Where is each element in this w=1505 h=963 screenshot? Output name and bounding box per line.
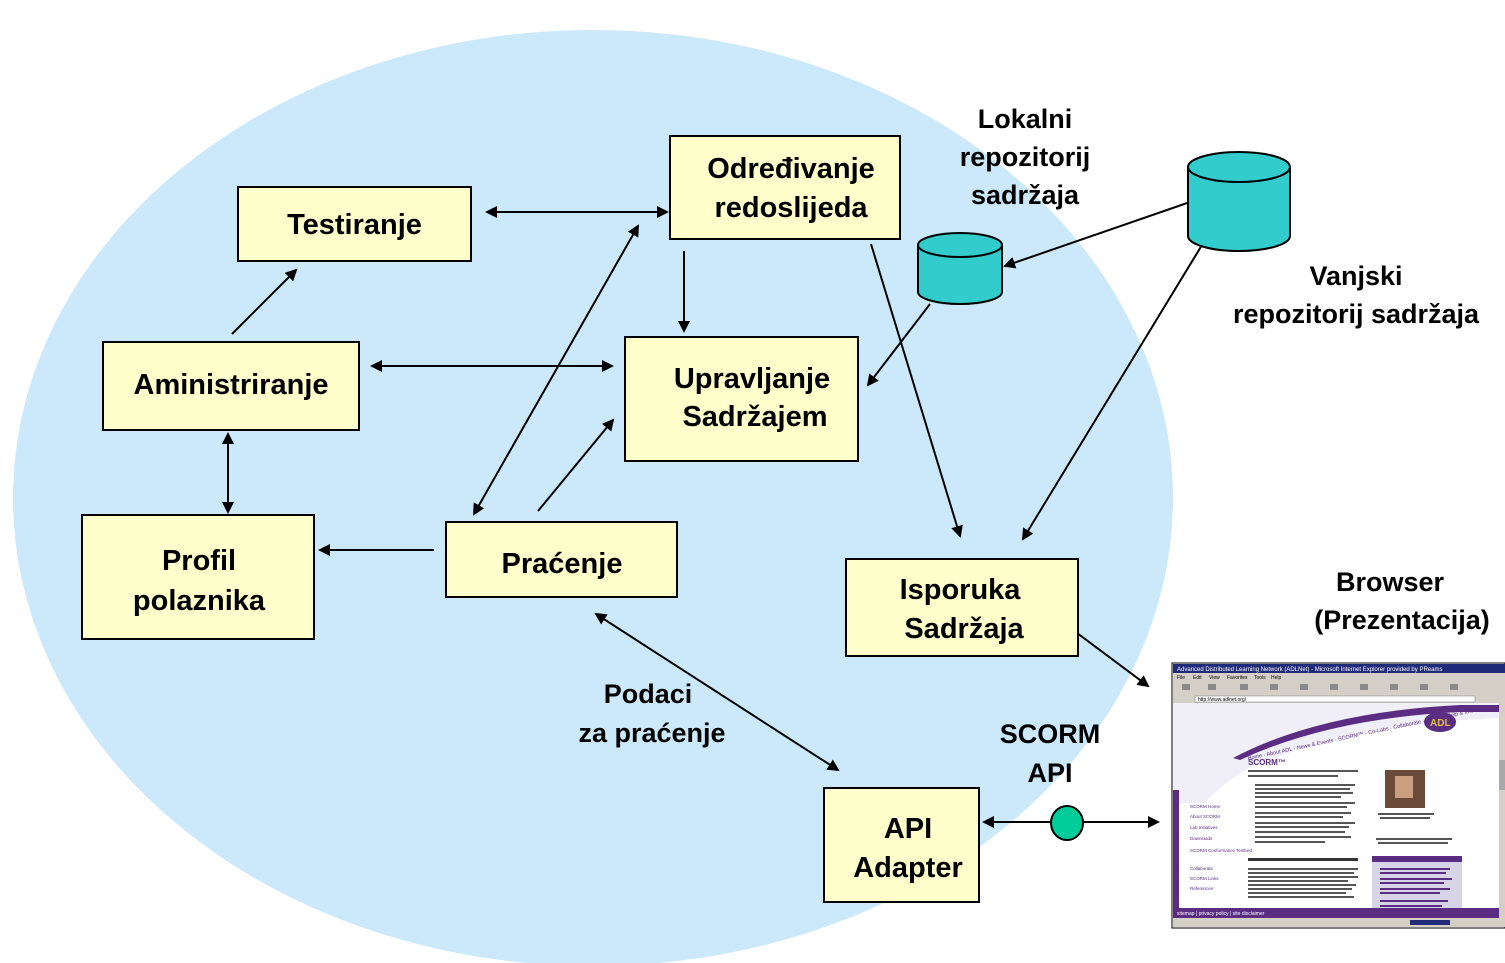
box-upravljanje-label-1: Upravljanje	[674, 363, 830, 395]
box-isporuka-label-1: Isporuka	[900, 574, 1022, 606]
browser-menu-favorites: Favorites	[1227, 675, 1248, 681]
arrow-vanjski-lokalni	[1003, 201, 1191, 269]
box-odredivanje-label-1: Određivanje	[707, 153, 875, 185]
browser-side-link: SCORM Conformance Testbed	[1190, 848, 1252, 853]
browser-scrollbar	[1499, 703, 1505, 918]
box-profil: Profil polaznika	[81, 514, 315, 640]
browser-updates-panel	[1372, 856, 1462, 914]
label-podaci-za-pracenje: Podaci za praćenje	[578, 679, 725, 748]
box-profil-label-1: Profil	[162, 545, 236, 577]
browser-side-link: SCORM Home	[1190, 804, 1221, 809]
box-testiranje: Testiranje	[237, 186, 472, 262]
label-vanjski-2: repozitorij sadržaja	[1233, 299, 1480, 329]
connections	[222, 201, 1203, 828]
arrow-lokalni-upravljanje	[866, 303, 931, 387]
box-profil-label-2: polaznika	[133, 585, 266, 617]
box-api-adapter-label-2: Adapter	[853, 852, 963, 884]
box-testiranje-label: Testiranje	[287, 209, 422, 241]
label-lokalni-1: Lokalni	[978, 104, 1073, 134]
box-isporuka-label-2: Sadržaja	[904, 613, 1024, 645]
label-lokalni-repozitorij: Lokalni repozitorij sadržaja	[960, 104, 1091, 210]
browser-side-link: Lab Initiatives	[1190, 825, 1218, 830]
arrow-pracenje-upravljanje	[537, 418, 615, 512]
scorm-api-connector	[1050, 805, 1084, 841]
browser-heading: SCORM™	[1248, 758, 1286, 767]
browser-body-text	[1248, 770, 1358, 898]
browser-menu-view: View	[1209, 675, 1220, 681]
label-scorm-2: API	[1027, 758, 1072, 788]
browser-side-link: Downloads	[1190, 836, 1213, 841]
label-podaci-2: za praćenje	[578, 718, 725, 748]
arrow-pracenje-api	[594, 612, 840, 772]
label-browser-1: Browser	[1336, 567, 1445, 597]
browser-menu-edit: Edit	[1193, 675, 1202, 681]
svg-text:ADL: ADL	[1430, 718, 1451, 729]
browser-address: http://www.adlnet.org/	[1198, 697, 1247, 703]
label-podaci-1: Podaci	[604, 679, 693, 709]
label-lokalni-2: repozitorij	[960, 142, 1091, 172]
arrow-administriranje-testiranje	[231, 268, 298, 335]
adl-logo-icon: ADL	[1424, 712, 1456, 732]
box-isporuka: Isporuka Sadržaja	[845, 558, 1079, 657]
label-scorm-1: SCORM	[1000, 719, 1101, 749]
box-odredivanje-label-2: redoslijeda	[714, 192, 868, 224]
arrow-odredivanje-isporuka	[870, 243, 963, 538]
external-repository-cylinder	[1187, 151, 1291, 252]
browser-title: Advanced Distributed Learning Network (A…	[1177, 667, 1442, 673]
browser-screenshot: Advanced Distributed Learning Network (A…	[1171, 662, 1505, 929]
box-api-adapter: API Adapter	[823, 787, 980, 903]
browser-toolbar-icons	[1182, 684, 1458, 690]
box-api-adapter-label-1: API	[884, 813, 932, 845]
label-browser-2: (Prezentacija)	[1314, 605, 1490, 635]
browser-side-link: References	[1190, 886, 1214, 891]
box-odredivanje: Određivanje redoslijeda	[669, 135, 901, 240]
box-upravljanje: Upravljanje Sadržajem	[624, 336, 859, 462]
arrow-isporuka-browser	[1072, 629, 1150, 688]
browser-side-link: About SCORM	[1190, 814, 1220, 819]
browser-side-links: SCORM Home About SCORM Lab Initiatives D…	[1190, 804, 1252, 891]
browser-menu-help: Help	[1271, 675, 1282, 681]
browser-footer: sitemap | privacy policy | site disclaim…	[1177, 911, 1265, 917]
box-administriranje-label: Aministriranje	[134, 369, 329, 401]
label-lokalni-3: sadržaja	[971, 180, 1080, 210]
arrow-pracenje-odredivanje	[473, 224, 639, 516]
label-vanjski-repozitorij: Vanjski repozitorij sadržaja	[1233, 261, 1480, 329]
label-scorm-api: SCORM API	[1000, 719, 1101, 788]
label-vanjski-1: Vanjski	[1309, 261, 1402, 291]
browser-menu-file: File	[1177, 675, 1185, 681]
box-pracenje: Praćenje	[445, 521, 678, 598]
box-administriranje: Aministriranje	[102, 341, 360, 431]
arrow-vanjski-isporuka	[1021, 244, 1203, 541]
browser-menu-tools: Tools	[1254, 675, 1266, 681]
browser-side-link: SCORM Links	[1190, 876, 1219, 881]
browser-side-link: Collaborate	[1190, 866, 1214, 871]
box-upravljanje-label-2: Sadržajem	[682, 401, 827, 433]
label-browser: Browser (Prezentacija)	[1314, 567, 1490, 635]
local-repository-cylinder	[917, 232, 1003, 305]
box-pracenje-label: Praćenje	[502, 548, 623, 580]
